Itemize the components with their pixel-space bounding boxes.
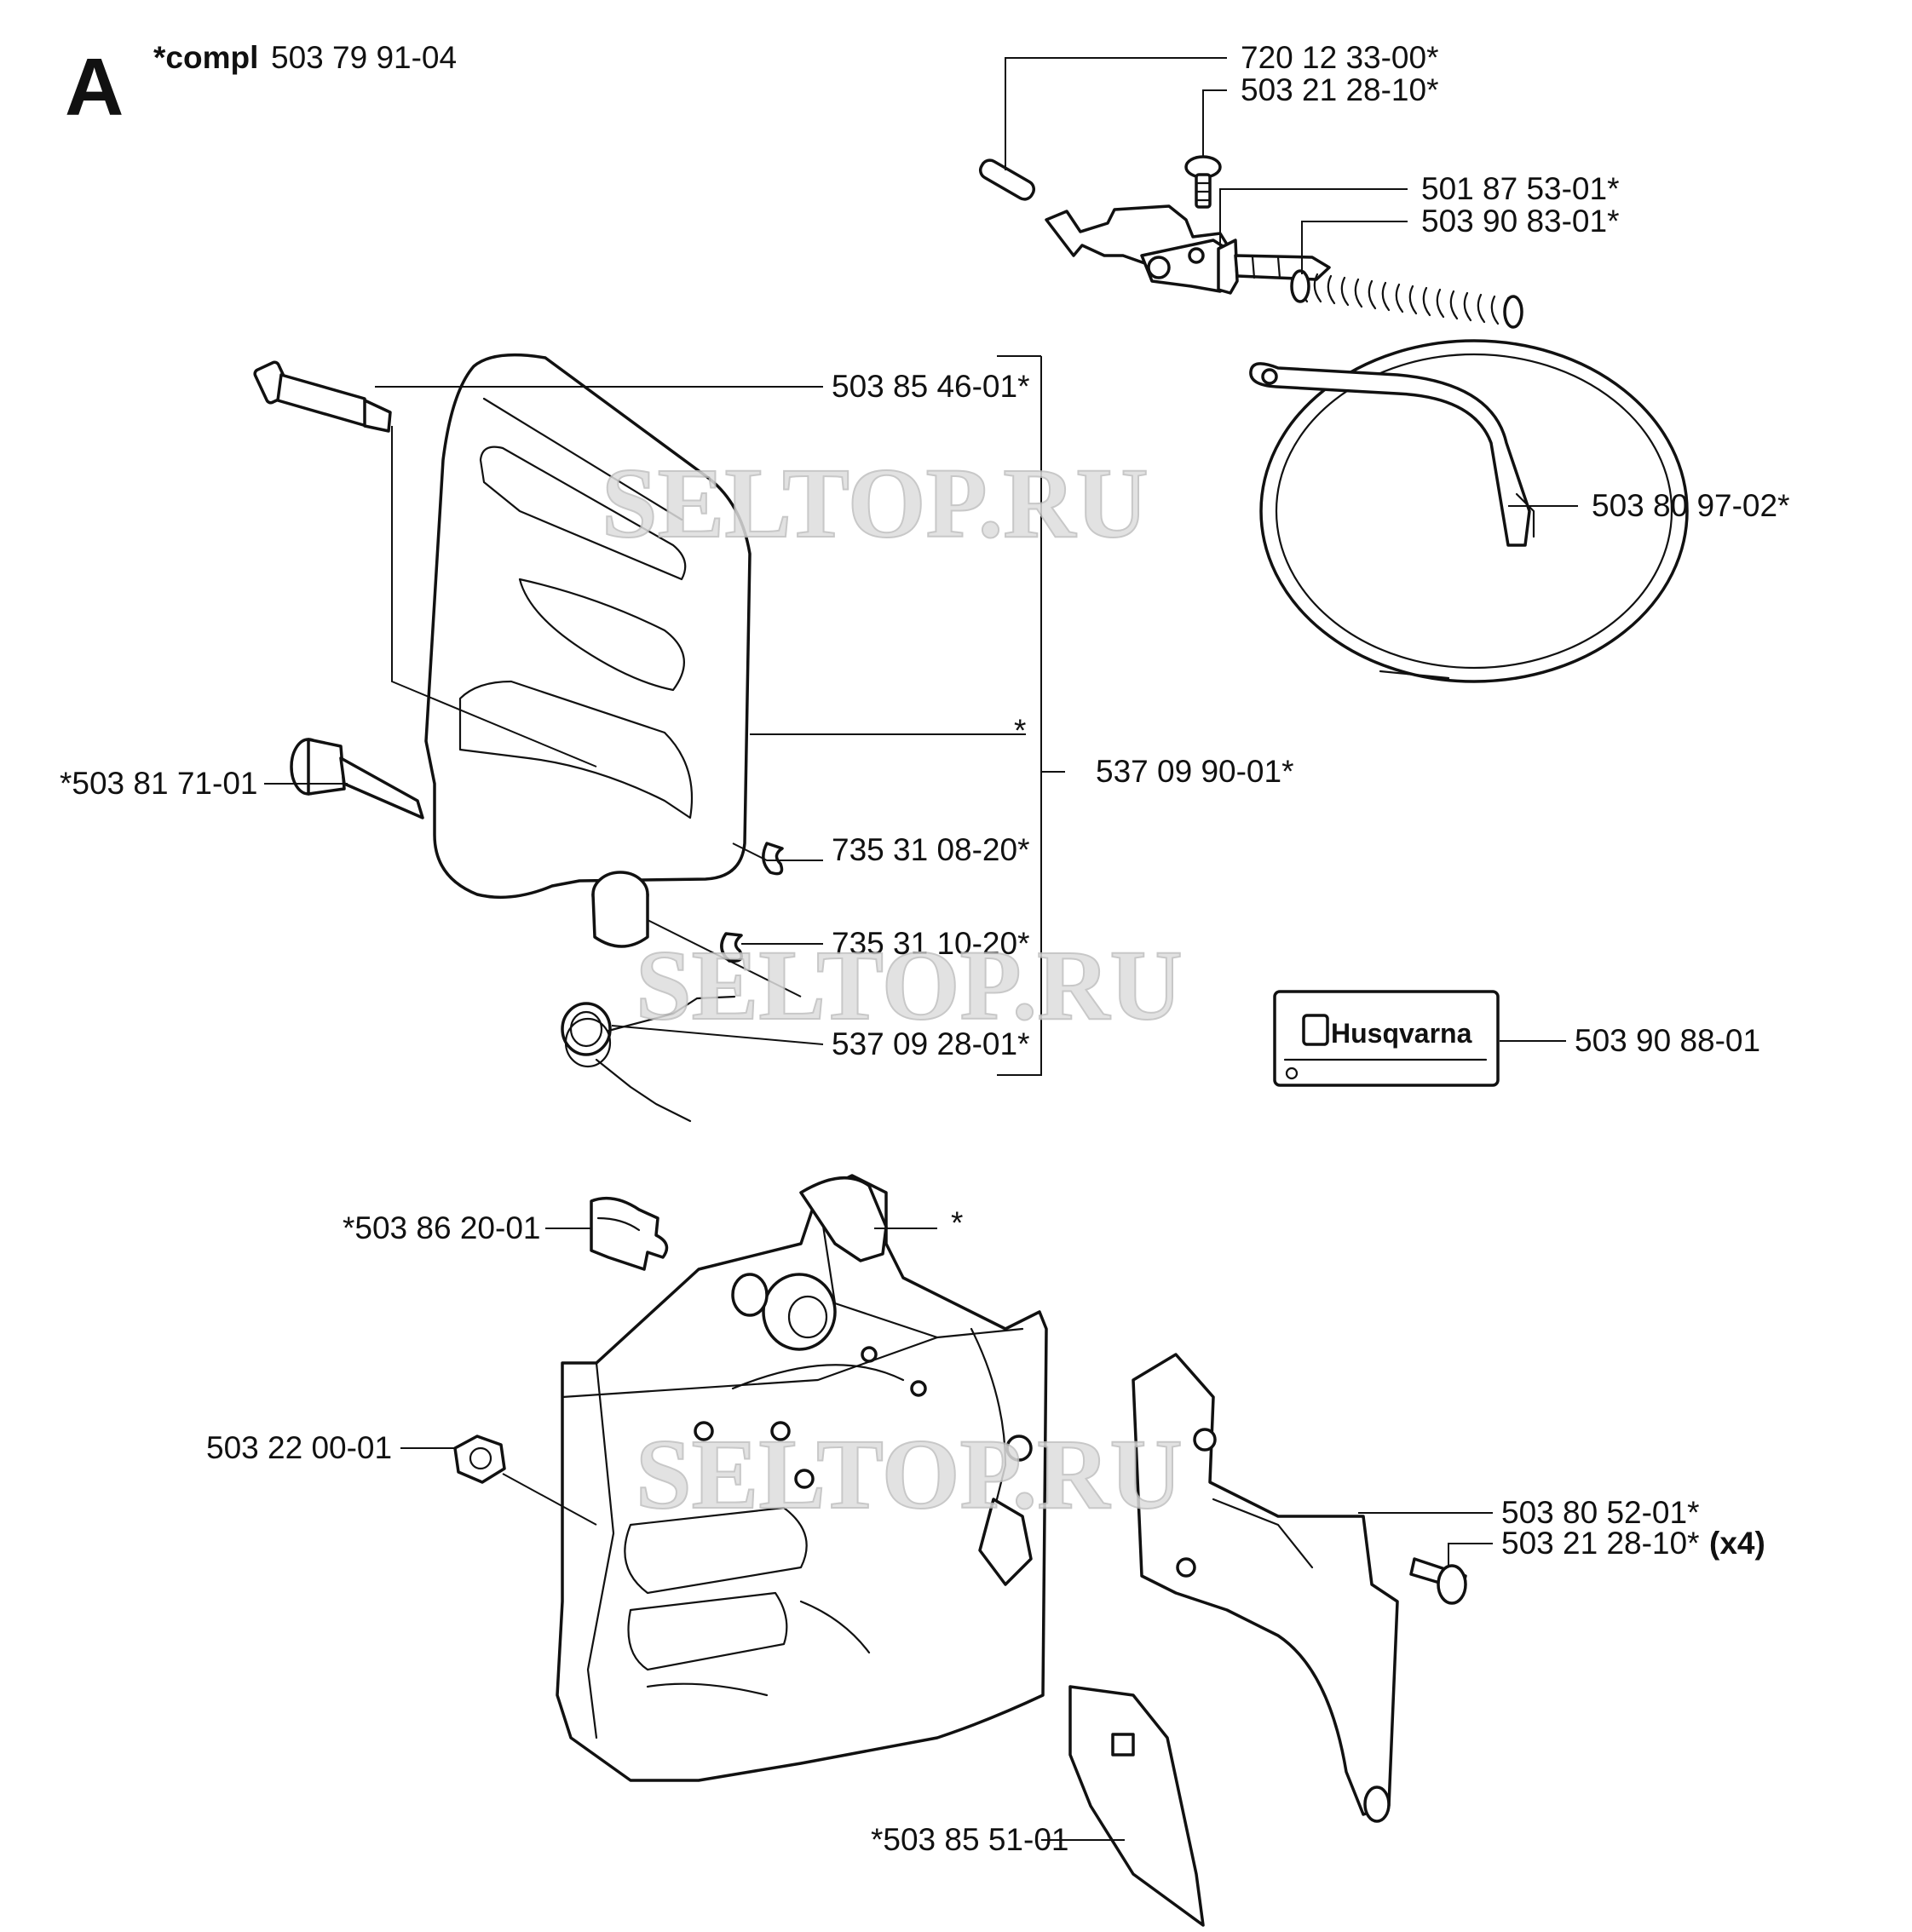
label-503-90-83-01: 503 90 83-01* [1421,204,1619,239]
spring-503-90-83-01 [1290,269,1523,329]
label-537-09-28-01: 537 09 28-01* [832,1026,1029,1061]
label-503-86-20-01: *503 86 20-01 [343,1210,540,1245]
label-x4: (x4) [1709,1526,1765,1561]
label-503-22-00-01: 503 22 00-01 [206,1430,392,1465]
label-503-81-71-01: *503 81 71-01 [60,766,257,801]
label-720-12-33-00: 720 12 33-00* [1241,40,1438,75]
label-501-87-53-01: 501 87 53-01* [1421,171,1619,206]
bolt-503-85-46-01 [253,360,392,433]
clip-735-31-10-20 [720,932,743,963]
spring-537-09-28-01 [561,995,736,1123]
clip-735-31-08-20 [762,842,784,876]
screw-503-21-28-10-x4 [1409,1557,1467,1605]
compl-number: 503 79 91-04 [271,40,457,75]
decal-brand: Husqvarna [1331,1018,1472,1049]
chain-brake-housing [556,1174,1048,1782]
label-503-21-28-10-bottom: 503 21 28-10* [1501,1526,1699,1561]
label-735-31-10-20: 735 31 10-20* [832,926,1029,961]
nut-503-22-00-01 [453,1435,506,1484]
label-503-85-51-01: *503 85 51-01 [871,1822,1068,1857]
clutch-cover [424,353,752,948]
watermark-2: SELTOP.RU [636,929,1183,1041]
watermark-1: SELTOP.RU [602,447,1149,559]
label-503-80-97-02: 503 80 97-02* [1592,488,1789,523]
buffer-503-86-20-01 [590,1196,669,1271]
washer-503-81-71-01 [290,738,424,819]
section-letter: A [65,42,124,133]
plate-503-85-51-01 [1068,1685,1205,1927]
label-503-85-46-01: 503 85 46-01* [832,369,1029,404]
label-503-80-52-01: 503 80 52-01* [1501,1495,1699,1530]
label-503-21-28-10-top: 503 21 28-10* [1241,72,1438,107]
screw-503-21-28-10 [1184,155,1222,209]
label-537-09-90-01: 537 09 90-01* [1096,754,1293,789]
label-735-31-08-20: 735 31 08-20* [832,832,1029,867]
watermark-3: SELTOP.RU [636,1418,1183,1530]
decal-503-90-88-01: Husqvarna [1273,990,1500,1087]
chain-guide-503-80-52-01 [1132,1353,1399,1823]
label-star-cover: * [1014,713,1026,748]
label-503-90-88-01: 503 90 88-01 [1575,1023,1760,1058]
pin-720-12-33-00 [978,158,1036,201]
brake-lever-501-87-53-01 [1045,204,1331,295]
brake-band-503-80-97-02 [1249,339,1689,683]
label-star-housing: * [951,1205,963,1240]
compl-prefix: *compl [153,40,258,75]
